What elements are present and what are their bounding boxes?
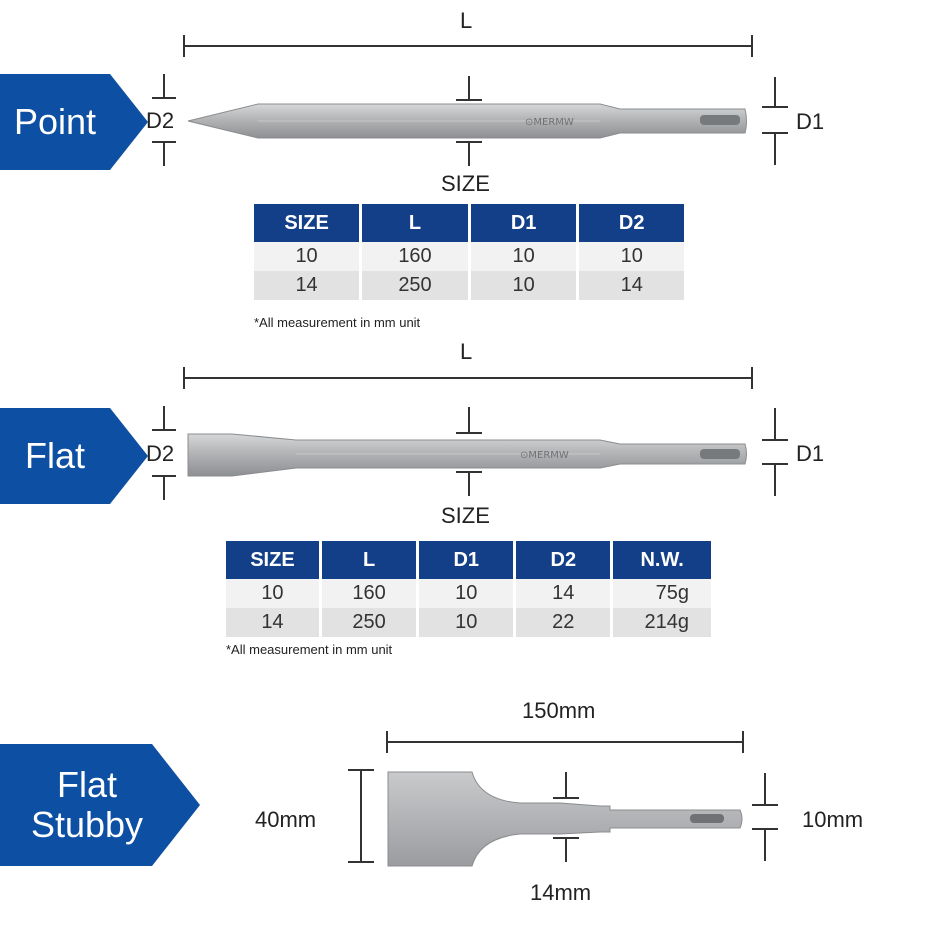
point-chisel-image: ⊙MERMW: [187, 103, 747, 139]
table-cell: 14: [513, 579, 612, 608]
flat-chisel-image: ⊙MERMW: [187, 433, 747, 477]
point-table-header: SIZE L D1 D2: [254, 204, 684, 242]
table-cell: 10: [254, 242, 361, 271]
point-d1-marker: [762, 77, 788, 165]
table-cell: 22: [513, 608, 612, 637]
flat-d1-marker: [762, 408, 788, 496]
stubby-shank-marker: [752, 773, 778, 861]
flat-table-header: SIZE L D1 D2 N.W.: [226, 541, 711, 579]
tag-flat: Flat: [0, 408, 148, 504]
tag-stubby-line1: Flat: [56, 764, 117, 806]
point-d1-label: D1: [796, 109, 825, 134]
table-cell: 10: [576, 242, 684, 271]
table-header-cell: L: [318, 541, 418, 579]
table-row: 14 250 10 14: [254, 271, 684, 300]
table-cell: 250: [359, 271, 470, 300]
tag-flat-label: Flat: [24, 435, 85, 477]
table-cell: 14: [226, 608, 321, 637]
flat-size-marker: [456, 407, 482, 496]
table-header-cell: SIZE: [254, 204, 361, 242]
table-cell: 10: [226, 579, 321, 608]
point-d2-marker: [152, 74, 176, 166]
stubby-chisel-image: [387, 771, 743, 867]
point-length-dimension: [183, 35, 753, 57]
tag-stubby-line2: Stubby: [30, 804, 144, 845]
flat-d1-label: D1: [796, 441, 825, 466]
stubby-width-label: 40mm: [255, 807, 317, 832]
tag-point-label: Point: [13, 101, 97, 143]
table-cell: 10: [416, 579, 515, 608]
point-spec-table: SIZE L D1 D2 10 160 10 10 14 250 10 14: [254, 204, 684, 300]
table-cell: 10: [467, 271, 578, 300]
svg-text:⊙MERMW: ⊙MERMW: [520, 450, 569, 461]
table-cell: 75g: [610, 579, 711, 608]
tag-flat-stubby: Flat Stubby: [0, 744, 200, 866]
table-cell: 14: [576, 271, 684, 300]
table-cell: 10: [416, 608, 515, 637]
point-d2-label: D2: [146, 108, 175, 133]
flat-size-label: SIZE: [441, 503, 490, 528]
tag-point: Point: [0, 74, 148, 170]
flat-spec-table: SIZE L D1 D2 N.W. 10 160 10 14 75g 14 25…: [226, 541, 711, 637]
point-size-label: SIZE: [441, 171, 490, 196]
table-header-cell: D1: [416, 541, 515, 579]
svg-text:⊙MERMW: ⊙MERMW: [525, 117, 574, 128]
flat-d2-marker: [152, 406, 176, 500]
point-length-label: L: [460, 8, 473, 33]
flat-d2-label: D2: [146, 441, 175, 466]
stubby-size-marker: [553, 772, 579, 862]
table-row: 10 160 10 14 75g: [226, 579, 711, 608]
table-cell: 214g: [610, 608, 711, 637]
table-header-cell: SIZE: [226, 541, 321, 579]
table-row: 14 250 10 22 214g: [226, 608, 711, 637]
flat-unit-note: *All measurement in mm unit: [226, 642, 393, 657]
point-unit-note: *All measurement in mm unit: [254, 315, 421, 330]
table-header-cell: D2: [576, 204, 684, 242]
table-header-cell: D2: [513, 541, 612, 579]
table-header-cell: L: [359, 204, 470, 242]
stubby-length-label: 150mm: [522, 698, 596, 723]
flat-length-label: L: [460, 339, 473, 364]
table-cell: 14: [254, 271, 361, 300]
table-cell: 10: [467, 242, 578, 271]
table-cell: 250: [318, 608, 418, 637]
table-row: 10 160 10 10: [254, 242, 684, 271]
table-header-cell: N.W.: [610, 541, 711, 579]
table-cell: 160: [359, 242, 470, 271]
flat-length-dimension: [183, 367, 753, 389]
table-header-cell: D1: [467, 204, 578, 242]
stubby-shank-label: 10mm: [802, 807, 864, 832]
point-size-marker: [456, 76, 482, 166]
stubby-width-dimension: [348, 769, 374, 863]
stubby-size-label: 14mm: [530, 880, 592, 905]
table-cell: 160: [318, 579, 418, 608]
stubby-length-dimension: [386, 731, 744, 753]
